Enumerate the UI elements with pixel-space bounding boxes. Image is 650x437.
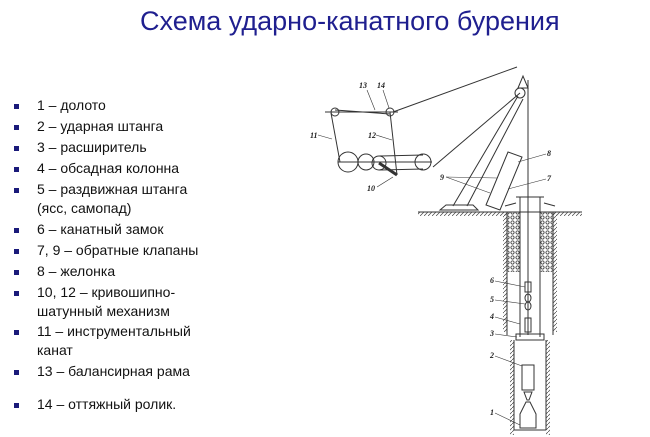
label-6: 6 <box>490 276 494 285</box>
legend-text-cont: канат <box>37 342 73 358</box>
borehole <box>503 196 557 435</box>
bullet-icon <box>14 145 19 151</box>
legend-text: 10, 12 – кривошипно- <box>37 284 176 300</box>
legend-item: 11 – инструментальный <box>14 323 191 339</box>
legend-text: 4 – обсадная колонна <box>37 160 180 176</box>
bullet-icon <box>14 329 19 335</box>
bullet-icon <box>14 402 19 408</box>
label-13: 13 <box>359 81 367 90</box>
label-4: 4 <box>489 312 494 321</box>
legend-text: 7, 9 – обратные клапаны <box>37 242 199 258</box>
legend-item: 4 – обсадная колонна <box>14 160 179 176</box>
balancing-frame <box>325 66 521 177</box>
slide-title: Схема ударно-канатного бурения <box>140 6 560 36</box>
legend-text: 2 – ударная штанга <box>37 118 164 134</box>
legend-text: 6 – канатный замок <box>37 221 164 237</box>
label-10: 10 <box>367 184 375 193</box>
legend-item: 10, 12 – кривошипно- <box>14 284 175 300</box>
legend-text: 8 – желонка <box>37 263 116 279</box>
derrick-mast <box>438 74 529 335</box>
label-2: 2 <box>489 351 494 360</box>
legend-text-cont: шатунный механизм <box>37 303 170 319</box>
legend-item: 8 – желонка <box>14 263 115 279</box>
legend-text: 14 – оттяжный ролик. <box>37 396 177 412</box>
leader-lines <box>317 89 547 426</box>
label-5: 5 <box>490 295 494 304</box>
legend-item: 7, 9 – обратные клапаны <box>14 242 198 258</box>
legend-item: 1 – долото <box>14 97 106 113</box>
legend-item: 5 – раздвижная штанга <box>14 181 187 197</box>
label-7: 7 <box>547 174 552 183</box>
label-14: 14 <box>377 81 385 90</box>
legend-item: 13 – балансирная рама <box>14 363 190 379</box>
label-3: 3 <box>489 329 494 338</box>
bullet-icon <box>14 166 19 172</box>
legend-item: 3 – расширитель <box>14 139 147 155</box>
label-11: 11 <box>310 131 318 140</box>
legend-item: 2 – ударная штанга <box>14 118 163 134</box>
label-8: 8 <box>547 149 551 158</box>
diagram-labels: 13 14 11 12 10 9 8 7 6 5 4 3 2 1 <box>310 81 552 417</box>
legend-item: 6 – канатный замок <box>14 221 163 237</box>
bailer <box>485 151 523 211</box>
label-1: 1 <box>490 408 494 417</box>
legend-text: 13 – балансирная рама <box>37 363 190 379</box>
legend-item: 14 – оттяжный ролик. <box>14 396 176 412</box>
bullet-icon <box>14 187 19 193</box>
bullet-icon <box>14 290 19 296</box>
legend-text: 1 – долото <box>37 97 106 113</box>
bullet-icon <box>14 248 19 254</box>
bullet-icon <box>14 227 19 233</box>
legend-text: 5 – раздвижная штанга <box>37 181 188 197</box>
bullet-icon <box>14 103 19 109</box>
label-9: 9 <box>440 173 444 182</box>
bullet-icon <box>14 124 19 130</box>
bullet-icon <box>14 269 19 275</box>
legend-text-cont: (ясс, самопад) <box>37 200 132 216</box>
legend-text: 11 – инструментальный <box>37 323 191 339</box>
legend-text: 3 – расширитель <box>37 139 147 155</box>
label-12: 12 <box>368 131 376 140</box>
bullet-icon <box>14 369 19 375</box>
